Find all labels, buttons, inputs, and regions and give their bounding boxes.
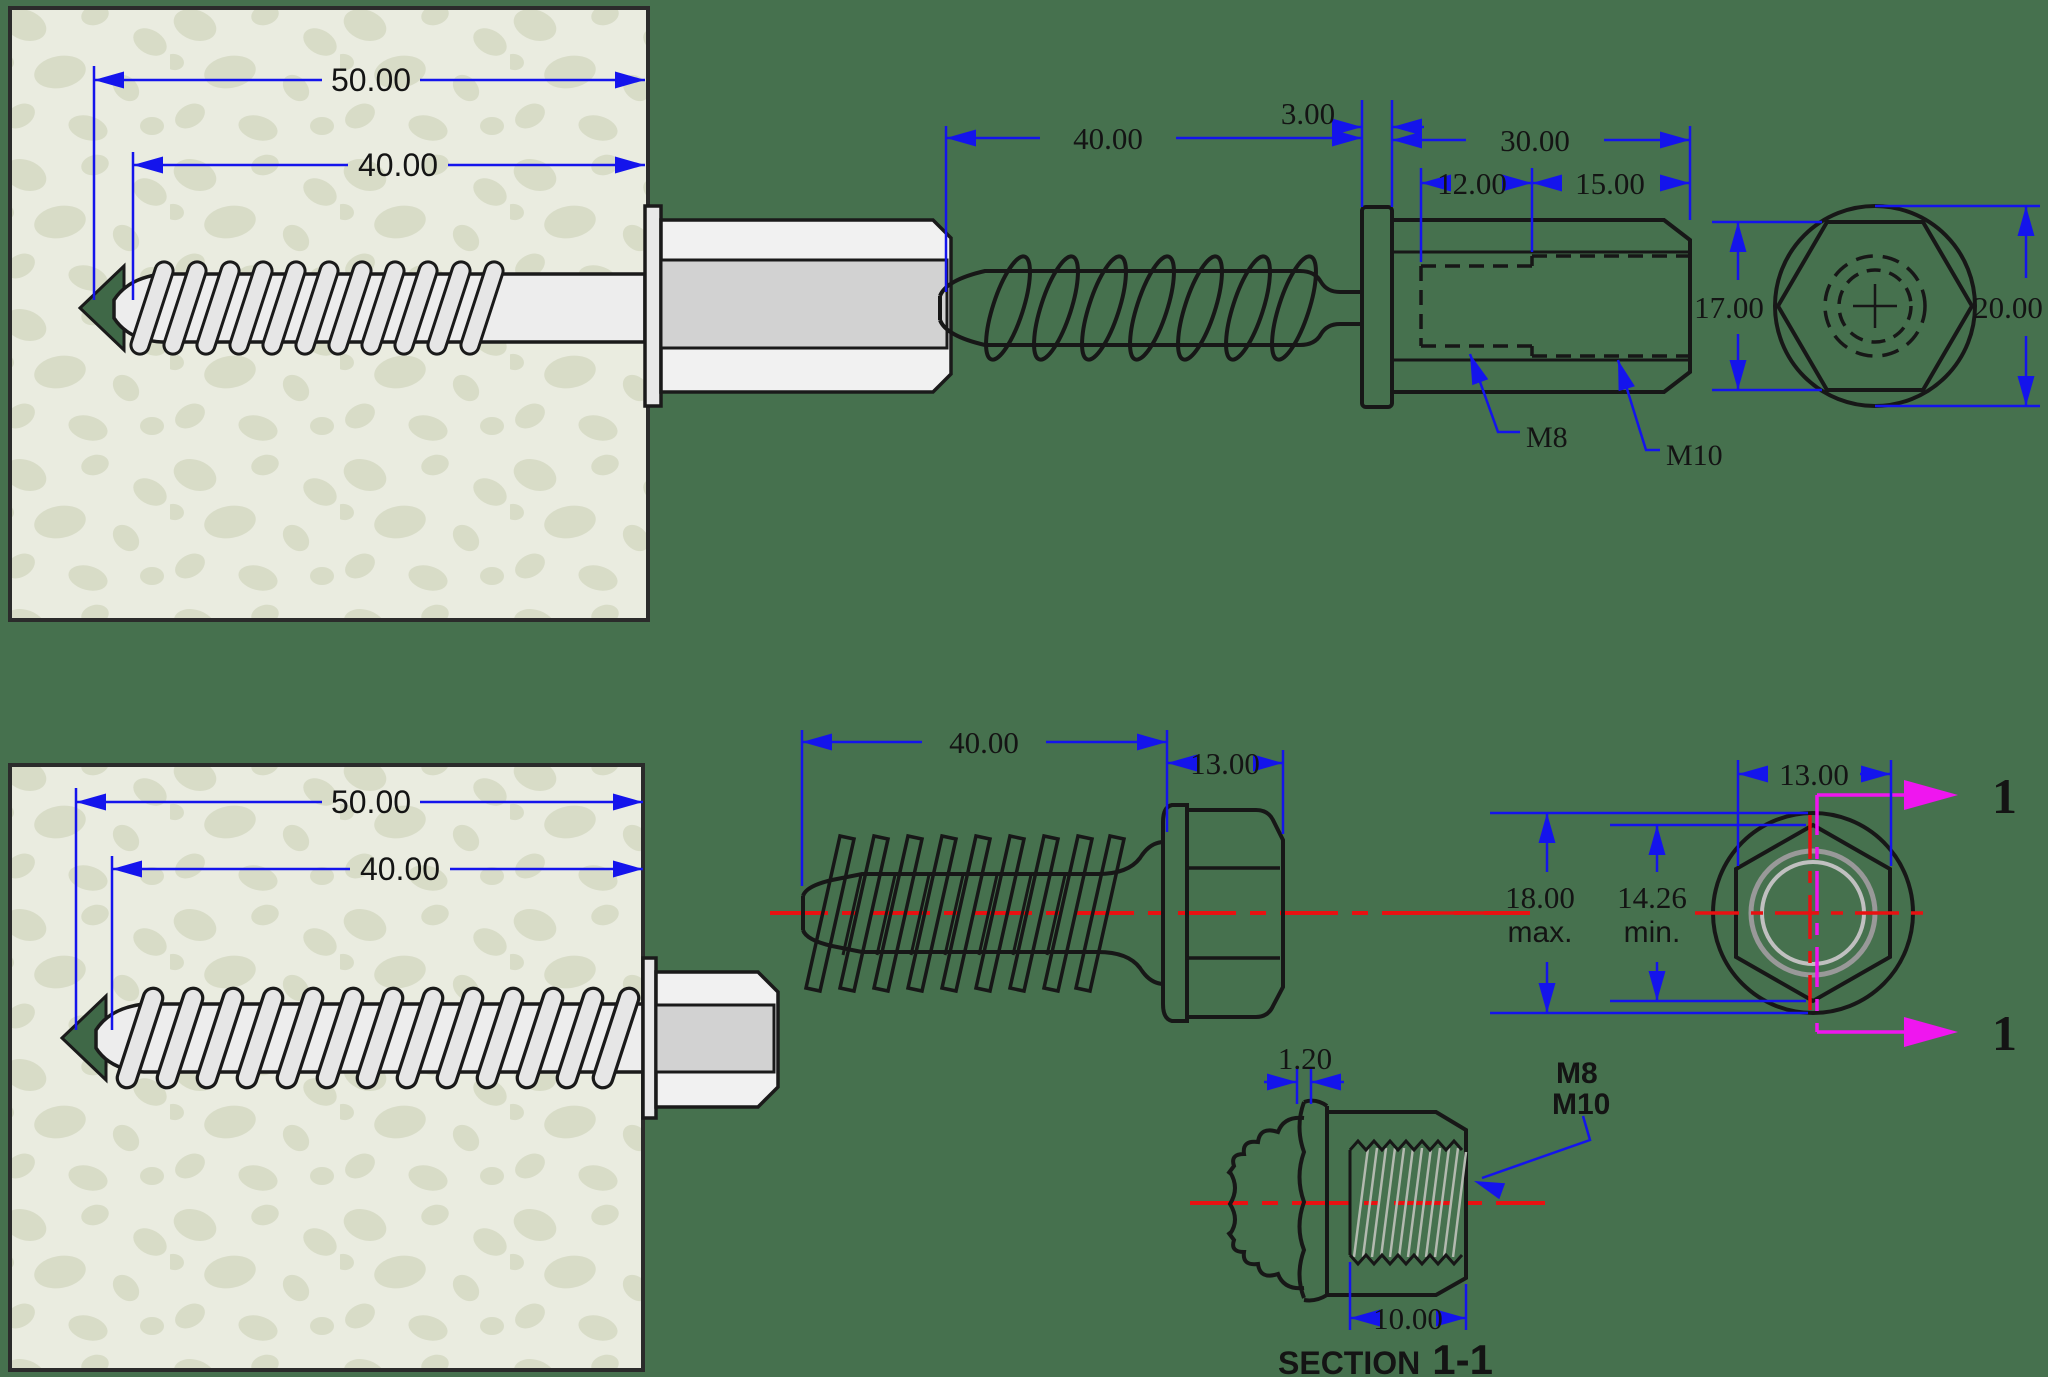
bottom-end-view: 1 1 13.00 18.00 max. 14.26 min. <box>1440 757 2017 1061</box>
dim-total-embed: 50.00 <box>331 62 411 98</box>
label-m10-bold: M10 <box>1552 1088 1610 1121</box>
flange-section <box>1297 1098 1329 1303</box>
top-installed-view: 50.00 40.00 <box>8 6 953 622</box>
label-m8: M8 <box>1526 421 1568 454</box>
dims-top-side <box>944 100 1692 452</box>
hex-outline <box>1775 220 1975 392</box>
thread-profile <box>1348 1138 1464 1267</box>
hex-outline <box>1734 822 1892 1004</box>
dim-m8-depth: 12.00 <box>1437 166 1507 201</box>
dims-bottom-end <box>1490 760 1893 1015</box>
label-m8-bold: M8 <box>1556 1057 1598 1090</box>
dim-outer-diameter: 20.00 <box>1973 290 2043 325</box>
dim-thread-length: 40.00 <box>949 725 1019 760</box>
dim-total-embed: 50.00 <box>331 784 411 820</box>
section-title-word: SECTION <box>1278 1345 1420 1377</box>
coupler-body-outline <box>1390 218 1692 394</box>
dim-across-flats: 17.00 <box>1694 290 1764 325</box>
top-side-view: 40.00 3.00 30.00 12.00 15.00 M8 M10 <box>938 96 1723 472</box>
section-title-number: 1-1 <box>1432 1336 1493 1377</box>
embedded-screw <box>94 956 780 1120</box>
head-body-section <box>1327 1110 1468 1297</box>
hex-head-outline <box>1187 808 1285 1019</box>
hex-head <box>654 970 780 1109</box>
section-view: 1.20 10.00 M8 M10 SECTION 1-1 <box>1190 1041 1610 1377</box>
section-marker-top: 1 <box>1992 768 2017 824</box>
label-m10: M10 <box>1666 439 1723 472</box>
dim-thread-embed: 40.00 <box>358 147 438 183</box>
dim-head-length: 13.00 <box>1190 746 1260 781</box>
dim-across-flats: 13.00 <box>1779 757 1849 792</box>
threaded-bore <box>1348 1138 1468 1267</box>
section-marker-bottom: 1 <box>1992 1005 2017 1061</box>
center-mark <box>1853 284 1897 328</box>
dim-flange-max: 18.00 <box>1505 880 1575 915</box>
thread-circle-inner <box>1837 268 1913 344</box>
break-line-lower <box>1226 1230 1305 1291</box>
dim-hex-min: 14.26 <box>1617 880 1687 915</box>
bottom-side-view: 40.00 13.00 <box>770 725 1530 1023</box>
embedded-screw <box>112 204 953 408</box>
dims-top-installed <box>92 66 645 300</box>
hidden-bores <box>1419 254 1690 358</box>
thread-circle-outer <box>1823 254 1927 358</box>
dim-hex-min-qualifier: min. <box>1624 916 1681 949</box>
section-title: SECTION 1-1 <box>1278 1336 1493 1377</box>
dim-m10-depth: 15.00 <box>1575 166 1645 201</box>
flange-washer <box>641 956 658 1120</box>
dims-bottom-side <box>800 730 1285 886</box>
dim-thread-length: 10.00 <box>1373 1301 1443 1336</box>
dim-flange-max-qualifier: max. <box>1507 916 1572 949</box>
dim-flange-lip: 1.20 <box>1278 1041 1332 1076</box>
thread-hatching <box>1352 1147 1468 1258</box>
sectioned-head <box>1226 1098 1468 1303</box>
dim-thread-embed: 40.00 <box>360 851 440 887</box>
top-end-view: 17.00 20.00 <box>1694 204 2043 408</box>
break-line-left <box>1227 1170 1237 1236</box>
screw-outline <box>938 205 1692 409</box>
dim-body-length: 30.00 <box>1500 123 1570 158</box>
bottom-installed-view: 50.00 40.00 <box>8 763 780 1372</box>
dim-flange-thickness: 3.00 <box>1281 96 1335 131</box>
section-cut-line: 1 1 <box>1815 768 2017 1061</box>
washer <box>643 204 663 408</box>
dims-bottom-installed <box>74 788 643 1030</box>
dims-section <box>1264 1068 1592 1330</box>
break-line-upper <box>1226 1115 1305 1176</box>
centerlines-red <box>1440 815 1932 1010</box>
dim-thread-length: 40.00 <box>1073 121 1143 156</box>
screw-outline <box>801 803 1285 1023</box>
hex-coupler <box>659 218 953 394</box>
dims-top-end <box>1712 204 2040 408</box>
